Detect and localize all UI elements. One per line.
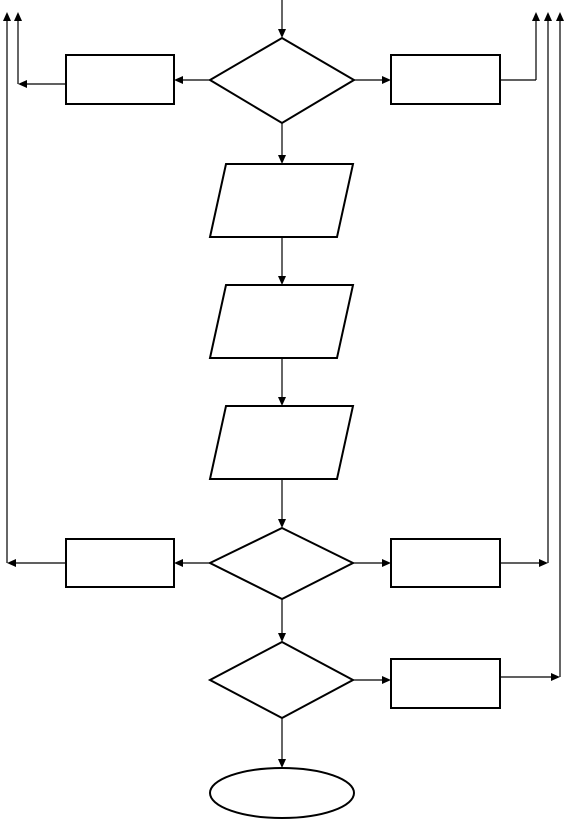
process-left-1 (65, 54, 175, 105)
arrowhead-left2-out (7, 559, 16, 567)
arrowhead-right2-out (539, 559, 548, 567)
arrowhead-left1-out (18, 80, 27, 88)
process-right-1 (390, 54, 501, 105)
arrowhead-io1 (278, 155, 286, 164)
terminal-end (209, 767, 355, 819)
io-3 (208, 405, 355, 480)
io-1 (208, 163, 355, 238)
arrowhead-io3 (278, 397, 286, 406)
arrowhead-right-rail-1 (532, 12, 540, 21)
arrowhead-end (278, 759, 286, 768)
decision-3 (207, 640, 356, 720)
arrowhead-left-rail-outer (3, 12, 11, 21)
arrowhead-right2-in (382, 559, 391, 567)
process-right-3 (390, 658, 501, 709)
decision-2 (207, 526, 356, 601)
arrowhead-right3-in (382, 676, 391, 684)
arrowhead-left1-in (174, 76, 183, 84)
arrowhead-right1-in (382, 76, 391, 84)
arrowhead-entry (278, 29, 286, 38)
arrowhead-right3-out (551, 673, 560, 681)
arrowhead-left2-in (174, 559, 183, 567)
arrowhead-d3 (278, 633, 286, 642)
arrowhead-right-rail-3 (556, 12, 564, 21)
arrowhead-right-rail-2 (544, 12, 552, 21)
arrowhead-d2 (278, 519, 286, 528)
arrowhead-left-rail-inner (14, 12, 22, 21)
decision-1 (208, 36, 356, 125)
io-2 (208, 284, 355, 359)
process-left-2 (65, 538, 175, 588)
arrowhead-io2 (278, 276, 286, 285)
process-right-2 (390, 538, 501, 588)
